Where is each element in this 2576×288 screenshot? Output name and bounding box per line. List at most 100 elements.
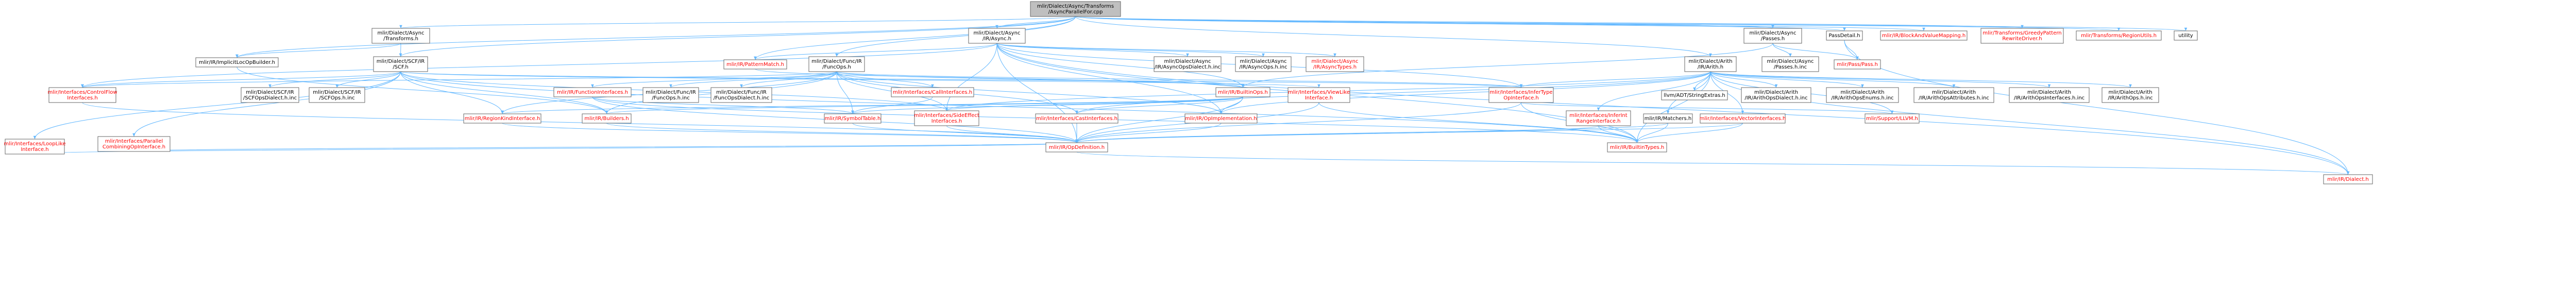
node-asyncops-h-inc[interactable]: mlir/Dialect/Async/IR/AsyncOps.h.inc (1235, 56, 1292, 72)
node-asyncopsdialect-h-inc[interactable]: mlir/Dialect/Async/IR/AsyncOpsDialect.h.… (1154, 56, 1222, 72)
edge-vectorinterfaces-h-to-opdefinition-h (1075, 123, 1743, 143)
node-functioninterfaces-h[interactable]: mlir/IR/FunctionInterfaces.h (553, 87, 632, 97)
edge-parallelcombining-h-to-opdefinition-h (133, 142, 1078, 152)
node-label: mlir/Dialect/Async (1750, 30, 1797, 36)
node-root[interactable]: mlir/Dialect/Async/Transforms/AsyncParal… (1030, 1, 1121, 17)
edge-implicitlocopbuilder-h-to-builders-h (236, 66, 608, 114)
node-regionkindinterface-h[interactable]: mlir/IR/RegionKindInterface.h (463, 113, 541, 124)
node-arithopsinterfaces-h-inc[interactable]: mlir/Dialect/Arith/IR/ArithOpsInterfaces… (2009, 87, 2090, 103)
node-box (1865, 113, 1920, 124)
node-box (1566, 110, 1631, 126)
node-box (553, 87, 632, 97)
node-blockandvaluemapping-h[interactable]: mlir/IR/BlockAndValueMapping.h (1880, 30, 1968, 41)
node-scfops-h-inc[interactable]: mlir/Dialect/SCF/IR/SCFOps.h.inc (309, 87, 365, 103)
edge-arith-h-to-arithopsenums-h-inc (1710, 71, 1864, 88)
node-scfopsdialect-h-inc[interactable]: mlir/Dialect/SCF/IR/SCFOpsDialect.h.inc (241, 87, 299, 103)
node-stringextras-h[interactable]: llvm/ADT/StringExtras.h (1661, 90, 1728, 100)
node-utility[interactable]: utility (2174, 30, 2198, 41)
node-arithopsdialect-h-inc[interactable]: mlir/Dialect/Arith/IR/ArithOpsDialect.h.… (1741, 87, 1811, 103)
edge-root-to-greedy-driver-h (1075, 16, 2023, 29)
node-arithopsattributes-h-inc[interactable]: mlir/Dialect/Arith/IR/ArithOpsAttributes… (1913, 87, 1994, 103)
node-passdetail-h[interactable]: PassDetail.h (1826, 30, 1863, 41)
node-label: mlir/Transforms/RegionUtils.h (2081, 33, 2157, 39)
node-patternmatch-h[interactable]: mlir/IR/PatternMatch.h (723, 59, 787, 70)
edge-func-ops-h-to-functioninterfaces-h (591, 71, 837, 88)
node-label: mlir/Interfaces/Parallel (105, 139, 163, 144)
node-label: Interfaces.h (931, 118, 962, 124)
edge-arith-h-to-arithopsinterfaces-h-inc (1710, 71, 2051, 88)
edge-controlflow-h-to-opdefinition-h (82, 102, 1078, 143)
node-label: mlir/Interfaces/SideEffect (914, 113, 979, 118)
edge-scf-h-to-loopsfor-h (33, 71, 401, 140)
node-dialect-h[interactable]: mlir/IR/Dialect.h (2323, 174, 2373, 184)
node-castinterfaces-h[interactable]: mlir/Interfaces/CastInterfaces.h (1035, 113, 1118, 124)
node-vectorinterfaces-h[interactable]: mlir/Interfaces/VectorInterfaces.h (1700, 113, 1786, 124)
node-label: Interface.h (1305, 95, 1333, 101)
node-box (373, 56, 428, 72)
node-async-passes-h[interactable]: mlir/Dialect/Async/Passes.h (1743, 28, 1802, 44)
node-label: mlir/Dialect/Async (378, 30, 425, 36)
node-scf-h[interactable]: mlir/Dialect/SCF/IR/SCF.h (373, 56, 428, 72)
node-box (1880, 30, 1968, 41)
node-label: /IR/AsyncOps.h.inc (1239, 64, 1287, 70)
edge-infertype-h-to-opdefinition-h (1075, 102, 1521, 143)
node-symboltable-h[interactable]: mlir/IR/SymbolTable.h (824, 113, 882, 124)
node-label: mlir/Dialect/Async (1767, 59, 1814, 64)
node-regionutils-h[interactable]: mlir/Transforms/RegionUtils.h (2076, 30, 2162, 41)
node-label: /IR/ArithOps.h.inc (2108, 95, 2153, 101)
node-passes-h-inc[interactable]: mlir/Dialect/Async/Passes.h.inc (1761, 56, 1819, 72)
edge-async-ir-h-to-asyncopsdialect-h-inc (996, 43, 1189, 57)
node-label: /IR/ArithOpsDialect.h.inc (1744, 95, 1807, 101)
node-pass-h[interactable]: mlir/Pass/Pass.h (1834, 59, 1881, 70)
node-builtinops-h[interactable]: mlir/IR/BuiltinOps.h (1215, 87, 1270, 97)
node-box (808, 56, 865, 72)
node-matchers-h[interactable]: mlir/IR/Matchers.h (1643, 113, 1693, 124)
node-label: Interface.h (21, 147, 48, 153)
node-label: /FuncOpsDialect.h.inc (714, 95, 769, 101)
node-arithops-h-inc[interactable]: mlir/Dialect/Arith/IR/ArithOps.h.inc (2102, 87, 2159, 103)
node-callinterfaces-h[interactable]: mlir/Interfaces/CallInterfaces.h (891, 87, 974, 97)
node-funcopsdialect-h-inc[interactable]: mlir/Dialect/Func/IR/FuncOpsDialect.h.in… (710, 87, 772, 103)
node-label: mlir/Dialect/SCF/IR (313, 90, 361, 95)
node-label: PassDetail.h (1828, 33, 1860, 39)
node-func-ops-h[interactable]: mlir/Dialect/Func/IR/FuncOps.h (808, 56, 865, 72)
edge-arith-h-to-dialect-h (1710, 71, 2350, 175)
node-arith-h[interactable]: mlir/Dialect/Arith/IR/Arith.h (1684, 56, 1737, 72)
edge-async-transforms-h-to-implicitlocopbuilder-h (235, 43, 401, 58)
edge-builders-h-to-opdefinition-h (606, 123, 1078, 143)
node-asynctypes-h[interactable]: mlir/Dialect/Async/IR/AsyncTypes.h (1306, 56, 1364, 72)
node-label: OpInterface.h (1503, 95, 1539, 101)
edge-builtinops-h-to-opimplementation-h (1219, 96, 1243, 114)
node-label: mlir/Interfaces/ViewLike (1288, 90, 1350, 95)
node-label: mlir/Dialect/Arith (1754, 90, 1798, 95)
node-implicitlocopbuilder-h[interactable]: mlir/IR/ImplicitLocOpBuilder.h (195, 57, 279, 67)
node-funcops-h-inc[interactable]: mlir/Dialect/Func/IR/FuncOps.h.inc (642, 87, 699, 103)
node-opdefinition-h[interactable]: mlir/IR/OpDefinition.h (1045, 142, 1108, 153)
node-box (1306, 56, 1364, 72)
node-label: mlir/IR/PatternMatch.h (726, 62, 784, 67)
edge-arith-h-to-arithopsattributes-h-inc (1710, 71, 1956, 88)
node-builtintypes-h[interactable]: mlir/IR/BuiltinTypes.h (1607, 142, 1667, 153)
node-box (723, 59, 787, 70)
node-greedy-driver-h[interactable]: mlir/Transforms/GreedyPatternRewriteDriv… (1980, 28, 2064, 44)
node-support-llvm-h[interactable]: mlir/Support/LLVM.h (1865, 113, 1920, 124)
node-label: mlir/Interfaces/InferInt (1569, 113, 1627, 118)
node-builders-h[interactable]: mlir/IR/Builders.h (582, 113, 632, 124)
edge-builtinops-h-to-sideeffect-h (945, 96, 1243, 111)
node-box (1980, 28, 2064, 44)
node-opimplementation-h[interactable]: mlir/IR/OpImplementation.h (1184, 113, 1258, 124)
node-async-ir-h[interactable]: mlir/Dialect/Async/IR/Async.h (968, 28, 1026, 44)
edge-async-ir-h-to-patternmatch-h (754, 43, 997, 60)
node-box (2323, 174, 2373, 184)
node-async-transforms-h[interactable]: mlir/Dialect/Async/Transforms.h (371, 28, 430, 44)
edge-async-ir-h-to-asyncops-h-inc (996, 43, 1265, 57)
node-parallelcombining-h[interactable]: mlir/Interfaces/ParallelCombiningOpInter… (97, 136, 171, 152)
node-label: mlir/IR/BlockAndValueMapping.h (1882, 33, 1966, 39)
node-arithopsenums-h-inc[interactable]: mlir/Dialect/Arith/IR/ArithOpsEnums.h.in… (1826, 87, 1899, 103)
